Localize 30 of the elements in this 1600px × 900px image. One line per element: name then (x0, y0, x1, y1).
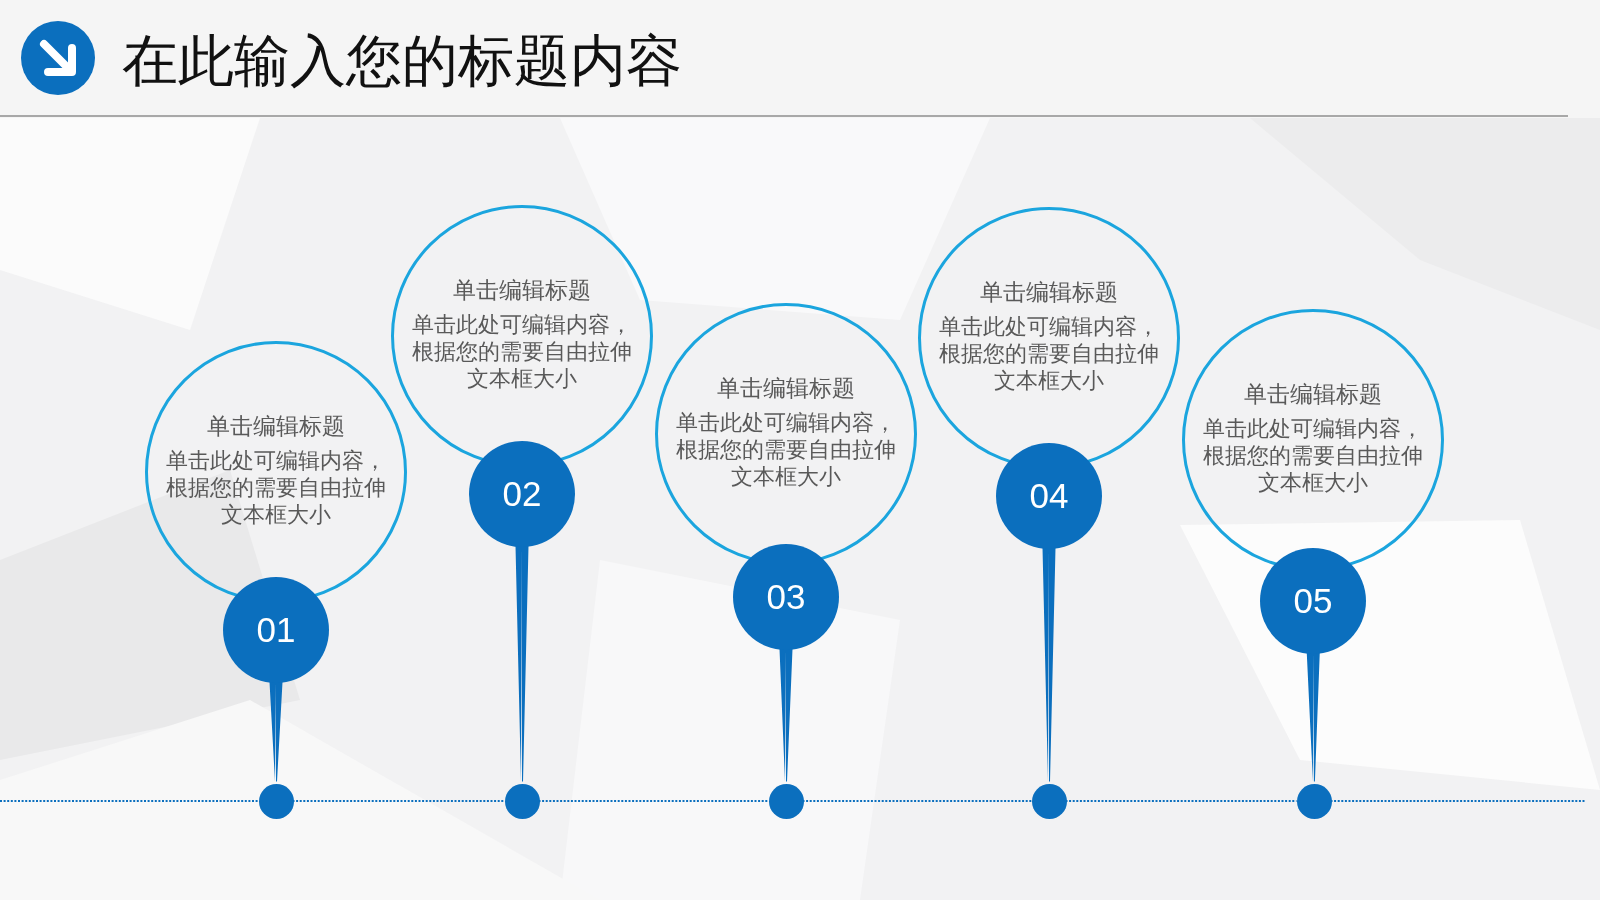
timeline-dot (1296, 783, 1332, 819)
step-description: 单击此处可编辑内容，根据您的需要自由拉伸文本框大小 (938, 312, 1160, 394)
timeline-dot (1031, 783, 1067, 819)
pin-connector (515, 546, 529, 782)
step-number: 02 (502, 474, 542, 514)
step-description: 单击此处可编辑内容，根据您的需要自由拉伸文本框大小 (411, 310, 633, 392)
timeline-dot (504, 783, 540, 819)
step-number: 03 (766, 577, 806, 617)
step-heading: 单击编辑标题 (453, 275, 591, 305)
pin-connector (779, 649, 793, 782)
step-heading: 单击编辑标题 (980, 277, 1118, 307)
timeline-line (1064, 800, 1298, 802)
step-description: 单击此处可编辑内容，根据您的需要自由拉伸文本框大小 (675, 408, 897, 490)
timeline-line (801, 800, 1033, 802)
timeline-line (291, 800, 506, 802)
timeline-line (1329, 800, 1587, 802)
timeline-line (537, 800, 770, 802)
step-description: 单击此处可编辑内容，根据您的需要自由拉伸文本框大小 (1202, 414, 1424, 496)
pin-connector (1306, 652, 1320, 782)
step-description: 单击此处可编辑内容，根据您的需要自由拉伸文本框大小 (165, 446, 387, 528)
pin-connector (269, 682, 283, 782)
step-heading: 单击编辑标题 (717, 373, 855, 403)
step-heading: 单击编辑标题 (207, 411, 345, 441)
step-heading: 单击编辑标题 (1244, 379, 1382, 409)
step-number: 01 (256, 610, 296, 650)
page-title: 在此输入您的标题内容 (122, 28, 682, 94)
step-number: 05 (1293, 581, 1333, 621)
pin-connector (1042, 548, 1056, 782)
step-number: 04 (1029, 476, 1069, 516)
timeline-line (0, 800, 260, 802)
